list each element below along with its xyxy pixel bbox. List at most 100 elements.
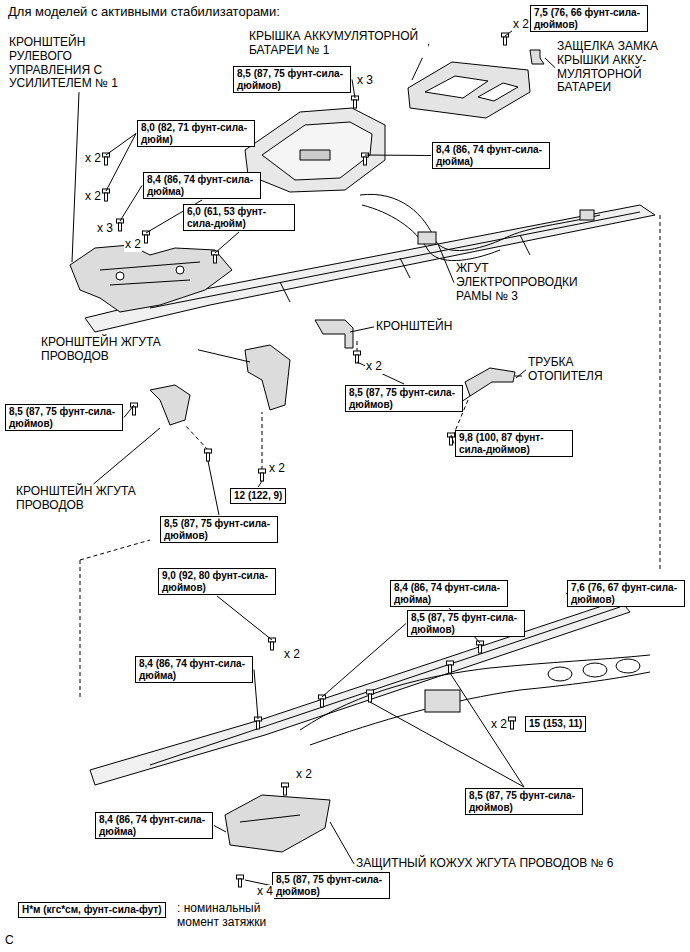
part-name: КРОНШТЕЙН ЖГУТА ПРОВОДОВ bbox=[40, 336, 197, 364]
torque-leader bbox=[370, 702, 524, 787]
torque-box: 8,5 (87, 75 фунт-сила-дюймов) bbox=[272, 872, 390, 899]
torque-value: 8,5 (87, 75 фунт-сила-дюймов) bbox=[349, 387, 459, 410]
torque-box: 8,4 (86, 74 фунт-сила-дюйма) bbox=[432, 142, 550, 169]
torque-value: 7,5 (76, 66 фунт-сила-дюймов) bbox=[534, 7, 644, 30]
torque-box: 8,5 (87, 75 фунт-сила-дюймов) bbox=[407, 610, 525, 637]
legend-note: : номинальный момент затяжки bbox=[176, 902, 293, 930]
bracket bbox=[315, 320, 353, 348]
torque-box: 7,5 (76, 66 фунт-сила-дюймов) bbox=[530, 5, 648, 32]
torque-leader bbox=[120, 186, 142, 222]
part-leader bbox=[198, 350, 250, 362]
torque-box: 8,4 (86, 74 фунт-сила-дюйма) bbox=[135, 656, 253, 683]
cover-latch bbox=[530, 50, 544, 64]
torque-value: 12 (122, 9) bbox=[234, 490, 282, 502]
torque-value: 8,4 (86, 74 фунт-сила-дюйма) bbox=[99, 814, 209, 837]
torque-box: 9,0 (92, 80 фунт-сила-дюймов) bbox=[158, 568, 276, 595]
part-name: КРОНШТЕЙН ЖГУТА ПРОВОДОВ bbox=[15, 485, 172, 513]
torque-value: 9,8 (100, 87 фунт-сила-дюймов) bbox=[459, 432, 569, 455]
torque-box: 8,5 (87, 75 фунт-сила-дюймов) bbox=[345, 385, 463, 412]
part-leader bbox=[94, 428, 161, 484]
torque-leader bbox=[322, 624, 406, 698]
part-name: ТРУБКА ОТОПИТЕЛЯ bbox=[527, 356, 624, 384]
torque-leader bbox=[208, 461, 219, 515]
torque-leader bbox=[106, 134, 136, 156]
harness-bracket bbox=[150, 385, 190, 425]
torque-value: 8,5 (87, 75 фунт-сила-дюймов) bbox=[469, 790, 579, 813]
part-leader bbox=[516, 370, 526, 378]
torque-leader bbox=[124, 405, 134, 418]
quantity-mark: x 2 bbox=[490, 718, 508, 732]
part-leader bbox=[330, 822, 354, 864]
steering-bracket bbox=[70, 245, 232, 312]
part-name: КРОНШТЕЙН bbox=[375, 320, 453, 334]
quantity-mark: x 4 bbox=[256, 885, 274, 899]
torque-leader bbox=[254, 670, 258, 720]
part-leader bbox=[545, 58, 555, 68]
part-leader bbox=[438, 244, 454, 283]
torque-box: 8,5 (87, 75 фунт-сила-дюймов) bbox=[465, 788, 583, 815]
wire-harness bbox=[300, 655, 650, 745]
torque-value: 9,0 (92, 80 фунт-сила-дюймов) bbox=[162, 570, 272, 593]
frame-rail bbox=[90, 600, 630, 785]
torque-leader bbox=[352, 80, 355, 99]
part-leader bbox=[350, 327, 374, 332]
torque-value: 8,5 (87, 75 фунт-сила-дюймов) bbox=[411, 612, 521, 635]
torque-leader bbox=[451, 435, 454, 444]
quantity-mark: x 2 bbox=[84, 152, 102, 166]
legend-box: Н*м (кгс*см, фунт-сила-фут) bbox=[18, 902, 166, 918]
quantity-mark: x 2 bbox=[365, 360, 383, 374]
torque-box: 8,4 (86, 74 фунт-сила-дюйма) bbox=[95, 812, 213, 839]
quantity-mark: x 2 bbox=[295, 768, 313, 782]
torque-leader bbox=[215, 232, 239, 253]
quantity-mark: x 2 bbox=[124, 238, 142, 252]
quantity-mark: x 2 bbox=[268, 462, 286, 476]
quantity-mark: x 2 bbox=[512, 18, 530, 32]
torque-box: 8,4 (86, 74 фунт-сила-дюйма) bbox=[390, 580, 508, 607]
torque-value: Н*м (кгс*см, фунт-сила-фут) bbox=[22, 904, 162, 916]
torque-value: 8,0 (82, 71 фунт-сила-дюйм) bbox=[141, 122, 251, 145]
torque-leader bbox=[214, 826, 226, 833]
torque-value: 8,5 (87, 75 фунт-сила-дюймов) bbox=[237, 68, 347, 91]
torque-leader bbox=[258, 481, 262, 487]
part-name: ЗАЩИТНЫЙ КОЖУХ ЖГУТА ПРОВОДОВ № 6 bbox=[355, 857, 614, 871]
torque-value: 6,0 (61, 53 фунт-сила-дюйм) bbox=[187, 206, 291, 229]
torque-leader bbox=[365, 155, 431, 157]
part-leader bbox=[72, 92, 79, 262]
harness-bracket bbox=[245, 345, 290, 410]
torque-box: 8,5 (87, 75 фунт-сила-дюймов) bbox=[160, 516, 278, 543]
figure-code: C bbox=[4, 934, 15, 948]
quantity-mark: x 2 bbox=[84, 190, 102, 204]
torque-box: 8,4 (86, 74 фунт-сила-дюйма) bbox=[143, 172, 261, 199]
figure-title: Для моделей с активными стабилизаторами: bbox=[8, 4, 280, 19]
part-name: ЖГУТ ЭЛЕКТРОПРОВОДКИ РАМЫ № 3 bbox=[455, 262, 582, 303]
torque-leader bbox=[217, 596, 272, 640]
quantity-mark: x 3 bbox=[356, 74, 374, 88]
torque-value: 8,5 (87, 75 фунт-сила-дюймов) bbox=[9, 406, 119, 429]
torque-box: 8,0 (82, 71 фунт-сила-дюйм) bbox=[137, 120, 255, 147]
battery-cover-main bbox=[245, 108, 385, 192]
torque-leader bbox=[450, 673, 524, 787]
torque-value: 7,6 (76, 67 фунт-сила-дюймов) bbox=[571, 582, 681, 605]
torque-value: 8,5 (87, 75 фунт-сила-дюймов) bbox=[164, 518, 274, 541]
torque-leader bbox=[106, 134, 136, 192]
torque-box: 8,5 (87, 75 фунт-сила-дюймов) bbox=[233, 66, 351, 93]
torque-box: 15 (153, 11) bbox=[525, 716, 586, 732]
quantity-mark: x 3 bbox=[96, 222, 114, 236]
torque-box: 8,5 (87, 75 фунт-сила-дюймов) bbox=[5, 404, 123, 431]
torque-box: 9,8 (100, 87 фунт-сила-дюймов) bbox=[455, 430, 573, 457]
part-name: ЗАЩЕЛКА ЗАМКА КРЫШКИ АККУ-МУЛЯТОРНОЙ БАТ… bbox=[556, 40, 686, 95]
torque-value: 8,4 (86, 74 фунт-сила-дюйма) bbox=[394, 582, 504, 605]
battery-cover bbox=[408, 62, 530, 118]
torque-value: 8,4 (86, 74 фунт-сила-дюйма) bbox=[139, 658, 249, 681]
torque-value: 15 (153, 11) bbox=[529, 718, 582, 730]
harness-shield bbox=[225, 795, 330, 852]
bolt-symbol bbox=[103, 33, 616, 887]
quantity-mark: x 2 bbox=[283, 648, 301, 662]
torque-value: 8,5 (87, 75 фунт-сила-дюймов) bbox=[276, 874, 386, 897]
torque-value: 8,4 (86, 74 фунт-сила-дюйма) bbox=[147, 174, 257, 197]
part-name: КРЫШКА АККУМУЛЯТОРНОЙ БАТАРЕИ № 1 bbox=[248, 30, 428, 58]
part-name: КРОНШТЕЙН РУЛЕВОГО УПРАВЛЕНИЯ С УСИЛИТЕЛ… bbox=[8, 36, 150, 91]
torque-value: 8,4 (86, 74 фунт-сила-дюйма) bbox=[436, 144, 546, 167]
